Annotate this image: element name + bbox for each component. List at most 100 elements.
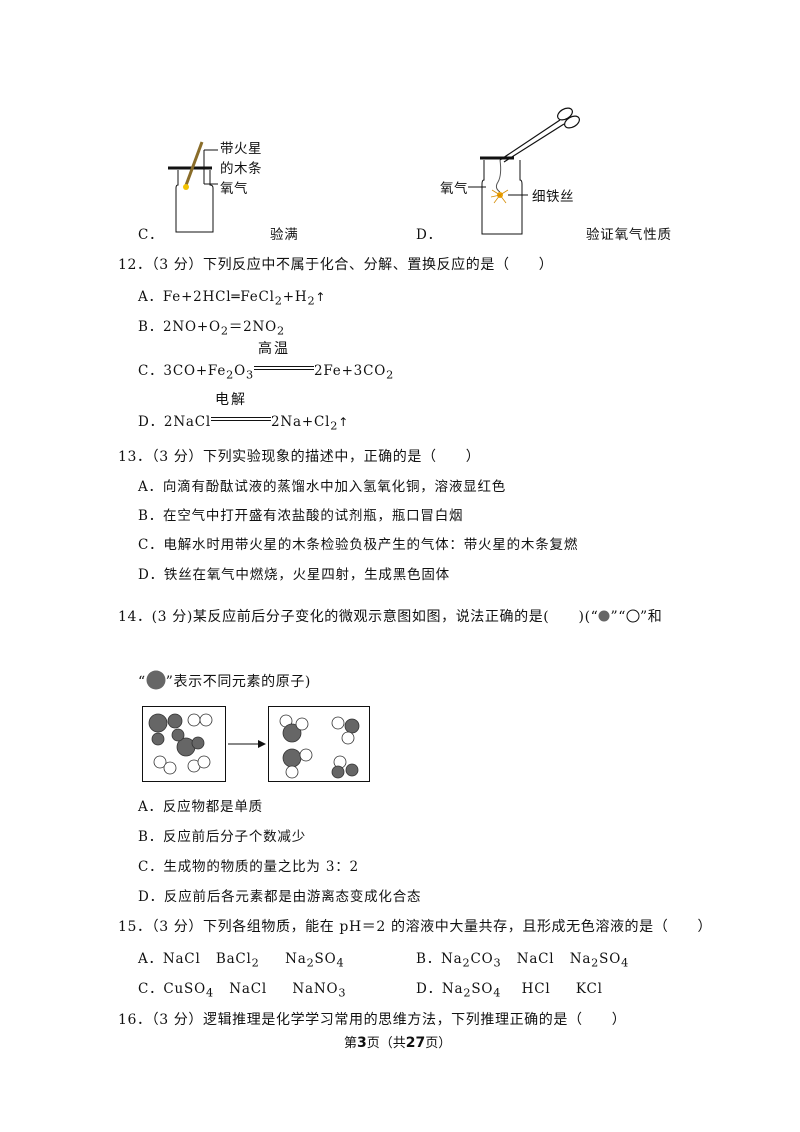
q15-b-1-sub: 2 <box>462 956 471 970</box>
q12-c-post: 2Fe+3CO <box>313 363 387 379</box>
q12-stem: 12．（3 分）下列反应中不属于化合、分解、置换反应的是（ ） <box>118 257 554 273</box>
q15-a-1: A．NaCl <box>138 951 201 967</box>
q12-d-text: D．2NaCl <box>138 414 212 430</box>
q12-option-b: B．2NO+O2＝2NO2 <box>138 318 285 341</box>
q15-option-d: D．Na2SO4 HCl KCl <box>416 980 603 1003</box>
page-footer: 第3页（共27页） <box>344 1034 451 1053</box>
q15-b-3: Na <box>569 951 592 967</box>
footer-total-pages: 27 <box>405 1035 426 1051</box>
figure-c-label-gas: 氧气 <box>220 181 248 197</box>
q15-a-3b: SO <box>314 951 337 967</box>
q12-a-mid: FeCl <box>240 289 275 305</box>
q15-option-a: A．NaCl BaCl2 Na2SO4 <box>138 950 344 973</box>
q15-d-3: KCl <box>575 981 603 997</box>
q14-quote1: ”“ <box>610 609 626 625</box>
gray-atom-small-icon <box>598 610 610 622</box>
figure-d-label-gas: 氧气 <box>440 181 468 197</box>
q15-a-2: BaCl <box>215 951 252 967</box>
q14-option-c: C．生成物的物质的量之比为 3：2 <box>138 859 359 875</box>
q15-d-1b-sub: 4 <box>493 986 502 1000</box>
q12-d-condition: 电解 <box>211 392 272 426</box>
q13-option-a: A．向滴有酚酞试液的蒸馏水中加入氢氧化铜，溶液显红色 <box>138 479 507 495</box>
q12-a-sub: 2 <box>274 294 283 308</box>
q12-d-post: 2Na+Cl <box>271 414 331 430</box>
q15-c-2: NaCl <box>229 981 267 997</box>
q15-a-2-sub: 2 <box>251 956 260 970</box>
q13-stem: 13．（3 分）下列实验现象的描述中，正确的是（ ） <box>118 449 481 465</box>
q14-line2-open: “ <box>138 674 146 690</box>
figure-d-label-wire: 细铁丝 <box>532 189 574 205</box>
q15-a-3: Na <box>285 951 307 967</box>
gas-arrow-icon: ↑ <box>338 415 350 429</box>
figure-d-diagram <box>468 107 580 235</box>
q15-b-1b-sub: 3 <box>493 956 502 970</box>
footer-post: 页） <box>425 1036 452 1051</box>
q15-d-1b: SO <box>471 981 494 997</box>
q15-a-3b-sub: 4 <box>336 956 345 970</box>
q12-a-text: A．Fe+2HCl <box>138 289 232 305</box>
q12-c-cond-text: 高温 <box>257 341 290 357</box>
q12-d-cond-text: 电解 <box>215 392 248 408</box>
q14-quote2: ”和 <box>639 609 663 625</box>
q15-c-1-sub: 4 <box>205 986 214 1000</box>
q15-b-1b: CO <box>470 951 494 967</box>
q15-a-3-sub: 2 <box>306 956 315 970</box>
q12-a-sub2: 2 <box>307 294 316 308</box>
q15-c-3-sub: 3 <box>338 986 347 1000</box>
q12-d-sub: 2 <box>330 419 339 433</box>
figure-c-letter: C． <box>138 227 164 243</box>
q12-b-sub: 2 <box>220 324 229 338</box>
q12-b-mid: ＝2NO <box>228 319 278 335</box>
q14-stem-line2: “ ”表示不同元素的原子) <box>138 670 311 691</box>
q16-stem: 16．（3 分）逻辑推理是化学学习常用的思维方法，下列推理正确的是（ ） <box>118 1012 627 1028</box>
q12-a-eq: ═ <box>231 289 241 305</box>
q12-b-sub2: 2 <box>277 324 285 338</box>
q12-c-condition: 高温 <box>253 341 314 375</box>
figure-c-label-top1: 带火星 <box>220 141 262 157</box>
q12-c-sub1: 2 <box>226 368 235 382</box>
q15-b-3b-sub: 4 <box>621 956 630 970</box>
q15-c-3: NaNO <box>292 981 339 997</box>
q15-b-3-sub: 2 <box>591 956 600 970</box>
q15-b-2: NaCl <box>516 951 555 967</box>
q15-c-1: C．CuSO <box>138 981 206 997</box>
q12-c-sub2: 3 <box>246 368 254 382</box>
q15-option-c: C．CuSO4 NaCl NaNO3 <box>138 980 346 1003</box>
q14-option-a: A．反应物都是单质 <box>138 799 263 815</box>
figure-c-diagram <box>168 141 218 233</box>
gas-arrow-icon: ↑ <box>315 290 327 304</box>
footer-page-number: 3 <box>357 1035 367 1051</box>
q14-line2-close: ”表示不同元素的原子) <box>165 674 311 690</box>
q14-option-b: B．反应前后分子个数减少 <box>138 829 307 845</box>
q12-c-text: C．3CO+Fe <box>138 363 227 379</box>
q14-reaction-diagram <box>142 706 370 782</box>
q15-d-1-sub: 2 <box>463 986 472 1000</box>
q15-option-b: B．Na2CO3 NaCl Na2SO4 <box>416 950 629 973</box>
q15-d-1: D．Na <box>416 981 464 997</box>
q14-stem-text: 14．(3 分)某反应前后分子变化的微观示意图如图，说法正确的是( )(“ <box>118 609 599 625</box>
q12-a-post: +H <box>282 289 308 305</box>
footer-pre: 第 <box>344 1036 358 1051</box>
white-atom-icon <box>626 609 640 623</box>
q14-stem: 14．(3 分)某反应前后分子变化的微观示意图如图，说法正确的是( )(“ ”“ ”… <box>118 608 662 626</box>
q15-b-3b: SO <box>599 951 622 967</box>
footer-mid: 页（共 <box>366 1036 406 1051</box>
q13-option-b: B．在空气中打开盛有浓盐酸的试剂瓶，瓶口冒白烟 <box>138 508 464 524</box>
q15-d-2: HCl <box>521 981 551 997</box>
figure-c-label-top2: 的木条 <box>220 161 262 177</box>
q13-option-d: D．铁丝在氧气中燃烧，火星四射，生成黑色固体 <box>138 567 450 583</box>
gray-atom-large-icon <box>146 670 166 690</box>
q12-c-sub3: 2 <box>386 368 395 382</box>
q12-b-text: B．2NO+O <box>138 319 221 335</box>
q12-c-o: O <box>234 363 246 379</box>
q15-stem: 15．（3 分）下列各组物质，能在 pH＝2 的溶液中大量共存，且形成无色溶液的… <box>118 919 713 935</box>
q14-option-d: D．反应前后各元素都是由游离态变成化合态 <box>138 889 422 905</box>
q13-option-c: C．电解水时用带火星的木条检验负极产生的气体：带火星的木条复燃 <box>138 537 579 553</box>
figure-c-caption: 验满 <box>270 227 299 243</box>
q12-option-a: A．Fe+2HCl═FeCl2+H2↑ <box>138 288 326 311</box>
q15-b-1: B．Na <box>416 951 463 967</box>
figure-d-caption: 验证氧气性质 <box>586 227 672 243</box>
figure-d-letter: D． <box>416 227 442 243</box>
